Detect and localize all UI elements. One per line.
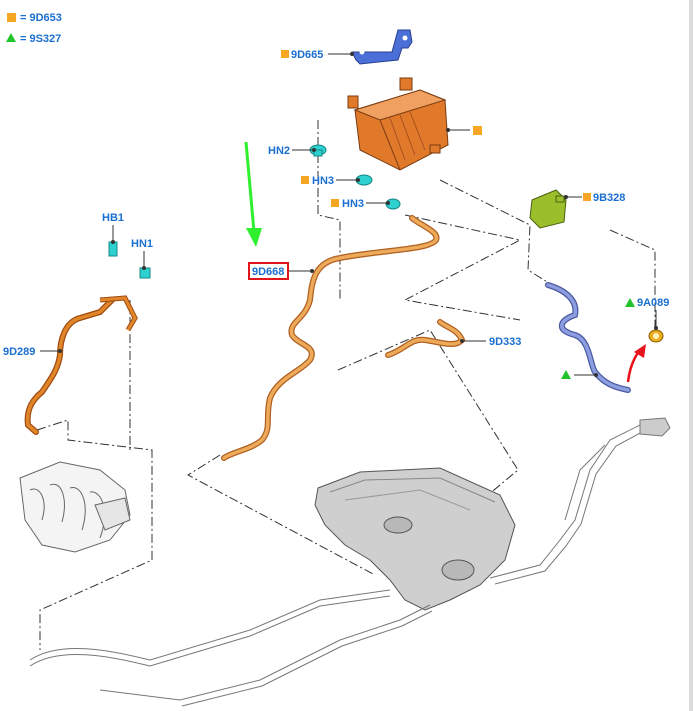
marker-square-icon [301, 176, 309, 184]
vapor-tube-blue [545, 282, 631, 393]
marker-square-icon [281, 50, 289, 58]
callout-9a089[interactable]: 9A089 [637, 297, 669, 309]
marker-square-icon [583, 193, 591, 201]
marker-square-icon [331, 199, 339, 207]
charcoal-canister [347, 77, 449, 171]
callout-hn1[interactable]: HN1 [131, 238, 153, 250]
callout-hn2[interactable]: HN2 [268, 145, 290, 157]
leader-line-9d668 [187, 454, 376, 576]
fuel-lines [29, 589, 433, 707]
callout-9d665[interactable]: 9D665 [291, 49, 323, 61]
callout-9b328[interactable]: 9B328 [593, 192, 625, 204]
callout-hb1[interactable]: HB1 [102, 212, 124, 224]
filler-pipe [489, 417, 671, 585]
leader-line-9b328 [439, 179, 561, 291]
callouts: 9D665 HN2 HN3 HN3 9B328 HB1 HN1 [3, 49, 669, 379]
direction-arrow-icon [244, 141, 262, 247]
legend-item-square: = 9D653 [20, 12, 62, 24]
purge-valve-9b328 [529, 189, 567, 229]
vapor-tube-9d333 [385, 319, 466, 358]
leader-line-intake [36, 419, 153, 650]
bracket-9d665 [351, 29, 413, 65]
legend-item-triangle: = 9S327 [20, 33, 61, 45]
clip-hb1-icon [108, 241, 118, 257]
marker-triangle-icon [625, 298, 635, 307]
callout-hn3-b[interactable]: HN3 [342, 198, 364, 210]
legend: = 9D653 = 9S327 [6, 12, 62, 45]
marker-triangle-icon [561, 370, 571, 379]
callout-9d668[interactable]: 9D668 [252, 266, 284, 278]
window-edge [689, 0, 693, 711]
legend-square-icon [7, 13, 16, 22]
legend-triangle-icon [6, 33, 16, 42]
vapor-tube-9d668 [221, 215, 440, 461]
leader-line-9d333 [403, 214, 522, 321]
leader-line-9a089 [609, 229, 656, 330]
callout-highlight-box [248, 262, 289, 280]
callout-9d289[interactable]: 9D289 [3, 346, 35, 358]
install-arrow-icon [626, 344, 646, 383]
clip-hn2-icon [309, 144, 327, 157]
callout-hn3-a[interactable]: HN3 [312, 175, 334, 187]
clip-hn3b-icon [385, 198, 401, 210]
leader-line-tank [337, 329, 519, 511]
cap-9a089-icon [648, 329, 664, 343]
fuel-tank [314, 467, 516, 611]
marker-square-icon [473, 126, 482, 135]
vapor-tube-9d289 [24, 295, 138, 435]
callout-9d333[interactable]: 9D333 [489, 336, 521, 348]
intake-manifold [19, 461, 131, 553]
